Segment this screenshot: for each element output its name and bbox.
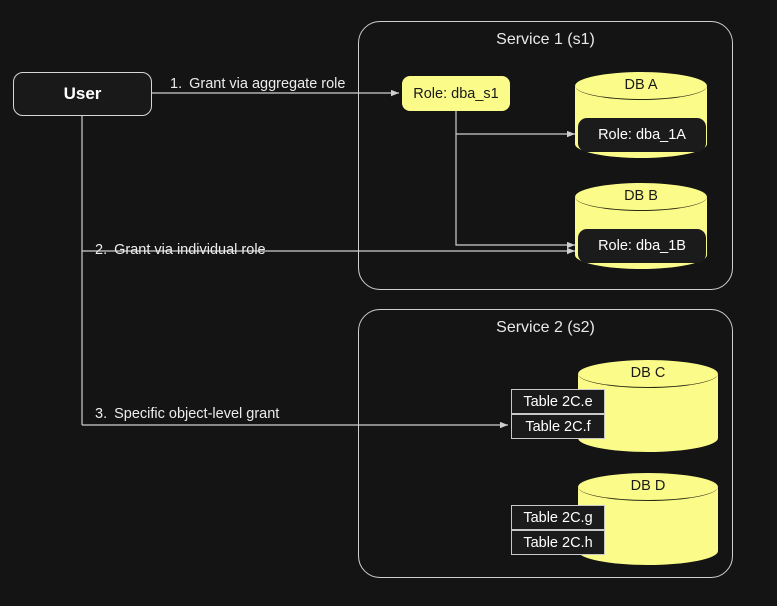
service-1-container: Service 1 (s1) — [358, 21, 733, 290]
db-c-label: DB C — [630, 365, 666, 381]
table-2c-g-node[interactable]: Table 2C.g — [511, 505, 605, 530]
db-a-top-ellipse — [575, 72, 707, 100]
role-dba-1b-label: Role: dba_1B — [598, 238, 686, 254]
service-2-title: Service 2 (s2) — [496, 319, 595, 336]
table-2c-f-label: Table 2C.f — [525, 418, 591, 435]
db-d-top-ellipse — [578, 473, 718, 501]
role-dba-s1-label: Role: dba_s1 — [413, 85, 499, 102]
role-dba-1b-node[interactable]: Role: dba_1B — [578, 229, 706, 263]
edge-3-number: 3. — [95, 406, 108, 422]
table-2c-h-label: Table 2C.h — [523, 534, 593, 551]
edge-3-text: Specific object-level grant — [114, 406, 280, 422]
service-1-title: Service 1 (s1) — [496, 31, 595, 48]
table-2c-e-node[interactable]: Table 2C.e — [511, 389, 605, 414]
table-2c-g-label: Table 2C.g — [523, 509, 593, 526]
db-c-top-ellipse — [578, 360, 718, 388]
table-2c-e-label: Table 2C.e — [523, 393, 593, 410]
edge-2-text: Grant via individual role — [114, 242, 266, 258]
user-label: User — [63, 84, 102, 103]
db-d-label: DB D — [630, 478, 666, 494]
service-2-container: Service 2 (s2) — [358, 309, 733, 578]
role-dba-1a-node[interactable]: Role: dba_1A — [578, 118, 706, 152]
edge-2-number: 2. — [95, 242, 108, 258]
user-node[interactable]: User — [13, 72, 152, 116]
edge-1-text: Grant via aggregate role — [189, 76, 346, 92]
db-b-top-ellipse — [575, 183, 707, 211]
edge-label-2: 2. Grant via individual role — [95, 242, 266, 258]
db-a-label: DB A — [624, 77, 658, 93]
role-dba-1a-label: Role: dba_1A — [598, 127, 686, 143]
table-2c-h-node[interactable]: Table 2C.h — [511, 530, 605, 555]
edge-1-number: 1. — [170, 76, 183, 92]
role-dba-s1-node[interactable]: Role: dba_s1 — [402, 76, 510, 111]
db-b-label: DB B — [624, 188, 658, 204]
table-2c-f-node[interactable]: Table 2C.f — [511, 414, 605, 439]
edge-label-3: 3. Specific object-level grant — [95, 406, 279, 422]
edge-label-1: 1. Grant via aggregate role — [170, 76, 345, 92]
